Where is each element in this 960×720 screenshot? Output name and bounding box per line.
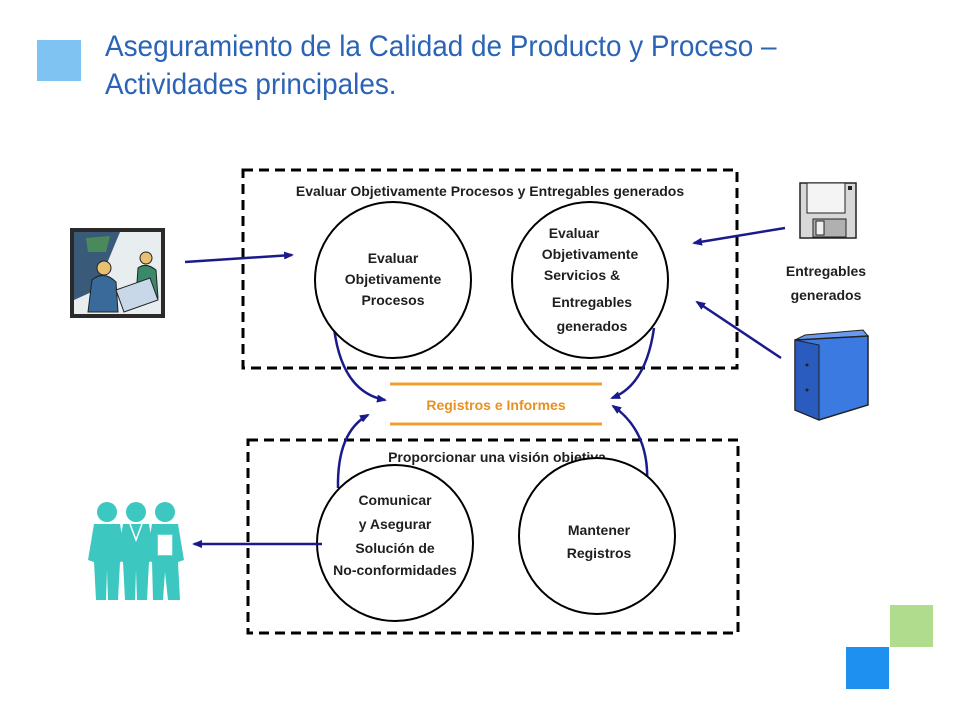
arrow-binder-to-deliverables [695, 300, 782, 360]
people-group-icon [88, 502, 184, 600]
arrow-communicate-to-records [336, 413, 370, 489]
arrow-process-to-records [332, 327, 387, 403]
title-line-2: Actividades principales. [105, 68, 397, 101]
circle-text-line: Evaluar [368, 250, 419, 266]
circle-text-line: Objetivamente [345, 271, 442, 287]
bottom-group-label: Proporcionar una visión objetiva [388, 449, 606, 465]
circle-text-line: Comunicar [358, 492, 432, 508]
top-group-frame [241, 168, 739, 370]
meeting-clipart-icon [70, 228, 165, 318]
arrow-maintain-to-records [611, 404, 649, 486]
title-accent-square [37, 40, 81, 81]
arrow-deliverables-to-records [610, 327, 656, 400]
title-line-1: Aseguramiento de la Calidad de Producto … [105, 30, 777, 63]
circle-text-line: Registros [567, 545, 632, 561]
arrow-floppy-to-deliverables [692, 226, 786, 246]
page-title: Aseguramiento de la Calidad de Producto … [105, 28, 849, 104]
binder-icon [794, 329, 870, 421]
circle-text-line: Objetivamente [542, 246, 639, 262]
arrow-meeting-to-processes [184, 251, 294, 264]
deliverables-label-line-1: Entregables [786, 263, 866, 279]
circle-text-line: Servicios & [544, 267, 620, 283]
deliverables-label-line-2: generados [791, 287, 862, 303]
floppy-disk-icon [799, 182, 857, 239]
circle-text-line: No-conformidades [333, 562, 457, 578]
decorative-green-square [890, 605, 933, 647]
decorative-blue-square [846, 647, 889, 689]
bottom-group-frame [246, 438, 740, 635]
circle-communicate-nonconformities: Comunicar y Asegurar Solución de No-conf… [316, 464, 474, 622]
circle-evaluate-deliverables: Evaluar Objetivamente Servicios & Entreg… [511, 201, 669, 359]
circle-text-line: y Asegurar [359, 516, 432, 532]
circle-text-line: Mantener [568, 522, 631, 538]
circle-maintain-records: Mantener Registros [518, 457, 676, 615]
records-reports-box: Registros e Informes [390, 382, 602, 426]
circle-evaluate-processes: Evaluar Objetivamente Procesos [314, 201, 472, 359]
circle-text-line: Procesos [361, 292, 424, 308]
circle-text-line: Entregables [552, 294, 632, 310]
records-reports-label: Registros e Informes [426, 397, 565, 413]
circle-text-line: Evaluar [549, 225, 600, 241]
circle-text-line: generados [557, 318, 628, 334]
circle-text-line: Solución de [355, 540, 435, 556]
top-group-label: Evaluar Objetivamente Procesos y Entrega… [296, 183, 684, 199]
